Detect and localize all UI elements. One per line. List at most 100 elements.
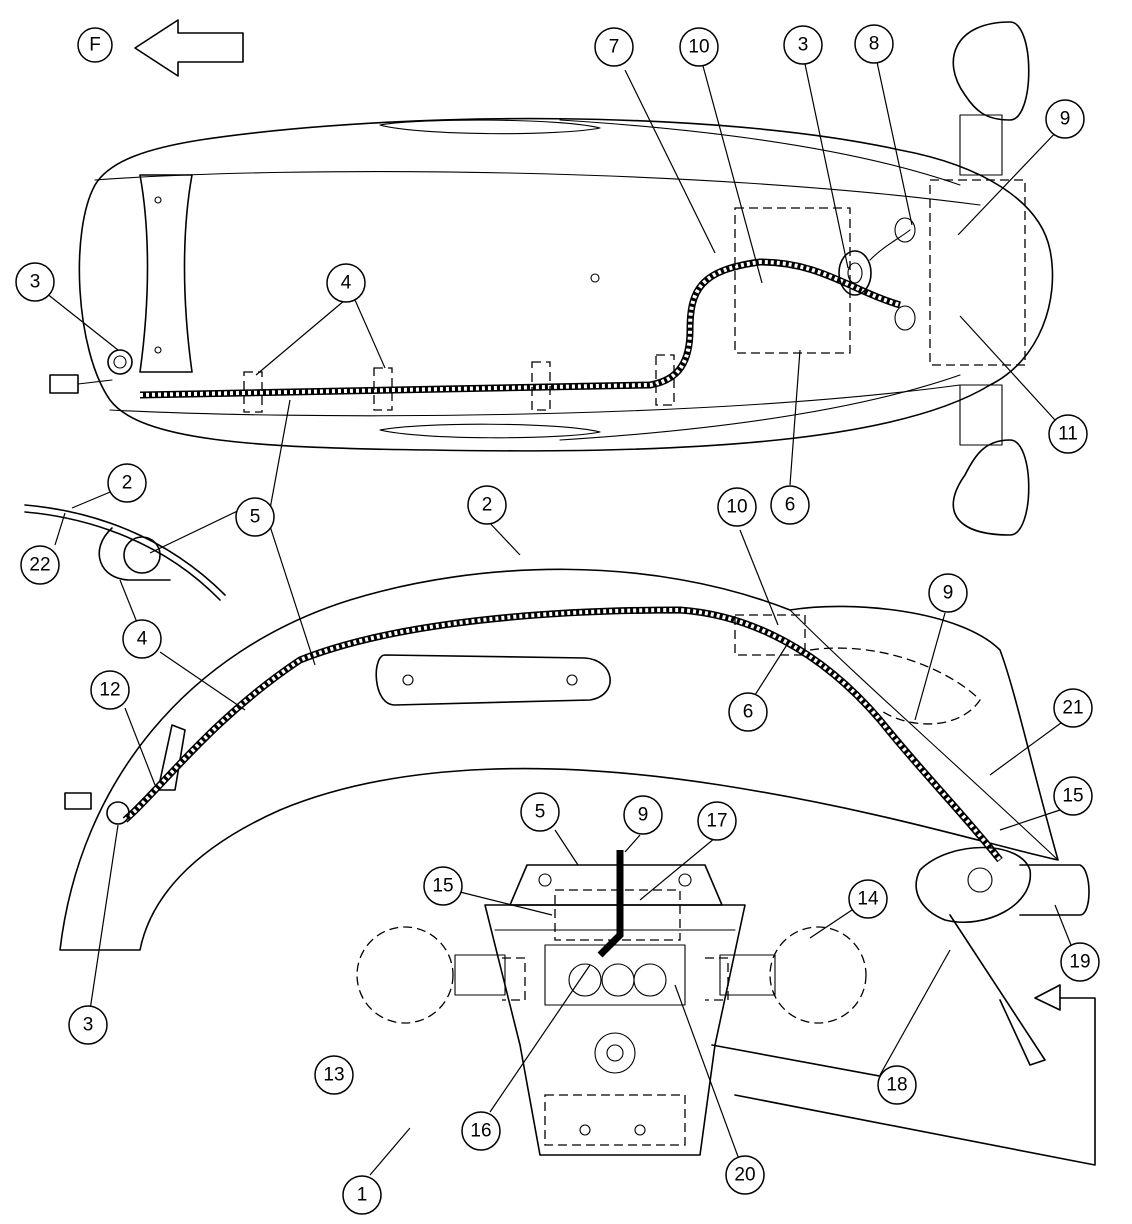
fender-mount-strip xyxy=(139,174,193,373)
callout-9: 9 xyxy=(928,573,968,613)
svg-text:13: 13 xyxy=(323,1065,344,1086)
front-indicator: F xyxy=(77,19,244,77)
callout-14: 14 xyxy=(848,879,888,919)
svg-text:22: 22 xyxy=(29,555,50,576)
callout-9: 9 xyxy=(1045,99,1085,139)
callout-9: 9 xyxy=(623,795,663,835)
fender-top-rib-lower xyxy=(109,384,961,417)
fender-top-rib-upper xyxy=(94,170,981,206)
callouts: 7 10 3 8 9 3 4 11 2 2 6 10 5 22 9 4 12 6… xyxy=(15,24,1100,1215)
svg-text:8: 8 xyxy=(869,34,880,55)
fender-side-view xyxy=(59,568,1090,1066)
svg-text:10: 10 xyxy=(688,37,709,58)
fender-side-outline xyxy=(59,568,1059,951)
fender-top-slot-lower xyxy=(379,423,601,439)
svg-text:15: 15 xyxy=(1062,786,1083,807)
grommet xyxy=(107,349,133,375)
svg-text:4: 4 xyxy=(341,273,352,294)
light-bracket-outline xyxy=(929,179,1026,366)
center-grommet xyxy=(838,250,872,296)
top-harness xyxy=(139,258,902,399)
clip-section xyxy=(98,527,171,581)
callout-1: 1 xyxy=(342,1175,382,1215)
svg-text:5: 5 xyxy=(535,802,546,823)
callout-22: 22 xyxy=(20,545,60,585)
callout-10: 10 xyxy=(679,27,719,67)
callout-5: 5 xyxy=(235,497,275,537)
turn-signal-side xyxy=(915,846,1031,923)
mount-hole xyxy=(154,196,162,204)
svg-text:10: 10 xyxy=(726,497,747,518)
callout-2: 2 xyxy=(107,463,147,503)
front-label: F xyxy=(89,35,101,56)
callout-12: 12 xyxy=(90,670,130,710)
harness-section xyxy=(123,536,161,574)
svg-text:3: 3 xyxy=(30,272,41,293)
callout-17: 17 xyxy=(697,801,737,841)
svg-text:17: 17 xyxy=(706,811,727,832)
bulb-socket xyxy=(894,305,916,331)
side-harness xyxy=(122,606,1003,863)
harness-clip xyxy=(243,371,263,413)
svg-text:6: 6 xyxy=(785,495,796,516)
callout-3: 3 xyxy=(68,1005,108,1045)
svg-text:4: 4 xyxy=(137,629,148,650)
turn-signal-top-upper xyxy=(952,21,1030,121)
leader-lines xyxy=(45,61,1076,1176)
fender-top-slot-upper xyxy=(379,119,601,135)
svg-text:16: 16 xyxy=(470,1121,491,1142)
callout-4: 4 xyxy=(326,263,366,303)
rear-light-left xyxy=(356,926,454,1024)
front-arrow-icon xyxy=(134,19,244,77)
harness-clip xyxy=(373,367,393,411)
callout-7: 7 xyxy=(594,27,634,67)
svg-text:2: 2 xyxy=(122,473,133,494)
callout-13: 13 xyxy=(314,1055,354,1095)
callout-11: 11 xyxy=(1048,414,1088,454)
svg-text:9: 9 xyxy=(943,583,954,604)
fender-top-groove-upper xyxy=(559,119,961,186)
svg-text:1: 1 xyxy=(357,1185,368,1206)
callout-19: 19 xyxy=(1060,942,1100,982)
side-grommet xyxy=(106,801,130,825)
callout-6: 6 xyxy=(728,692,768,732)
svg-text:18: 18 xyxy=(886,1075,907,1096)
license-bracket-rear-view xyxy=(356,850,1096,1166)
fender-top-view xyxy=(49,21,1054,536)
callout-20: 20 xyxy=(725,1155,765,1195)
svg-text:19: 19 xyxy=(1069,952,1090,973)
svg-text:15: 15 xyxy=(432,876,453,897)
svg-text:3: 3 xyxy=(798,35,809,56)
turn-signal-top-lower xyxy=(952,439,1030,536)
harness-clip xyxy=(655,354,675,406)
callout-4: 4 xyxy=(122,619,162,659)
fender-top-outline xyxy=(78,117,1054,452)
callout-16: 16 xyxy=(461,1111,501,1151)
callout-2: 2 xyxy=(467,485,507,525)
svg-text:14: 14 xyxy=(857,889,879,910)
svg-text:21: 21 xyxy=(1062,698,1083,719)
side-connector-plug xyxy=(64,792,92,810)
reflector-12 xyxy=(157,724,186,791)
callout-8: 8 xyxy=(854,24,894,64)
bulb-socket xyxy=(894,217,916,243)
mount-hole xyxy=(154,346,162,354)
callout-6: 6 xyxy=(770,485,810,525)
callout-5: 5 xyxy=(520,792,560,832)
fender-top-groove-lower xyxy=(559,374,961,441)
svg-text:5: 5 xyxy=(250,507,261,528)
callout-3: 3 xyxy=(15,262,55,302)
svg-text:11: 11 xyxy=(1058,424,1078,445)
front-label-badge: F xyxy=(77,27,113,63)
callout-18: 18 xyxy=(877,1065,917,1105)
svg-text:7: 7 xyxy=(609,37,620,58)
harness-clip xyxy=(531,361,551,411)
svg-text:2: 2 xyxy=(482,495,493,516)
svg-text:6: 6 xyxy=(743,702,754,723)
rear-light-right xyxy=(769,926,867,1024)
clip-section-detail xyxy=(24,504,226,601)
svg-text:20: 20 xyxy=(734,1165,755,1186)
callout-21: 21 xyxy=(1053,688,1093,728)
callout-15: 15 xyxy=(423,866,463,906)
